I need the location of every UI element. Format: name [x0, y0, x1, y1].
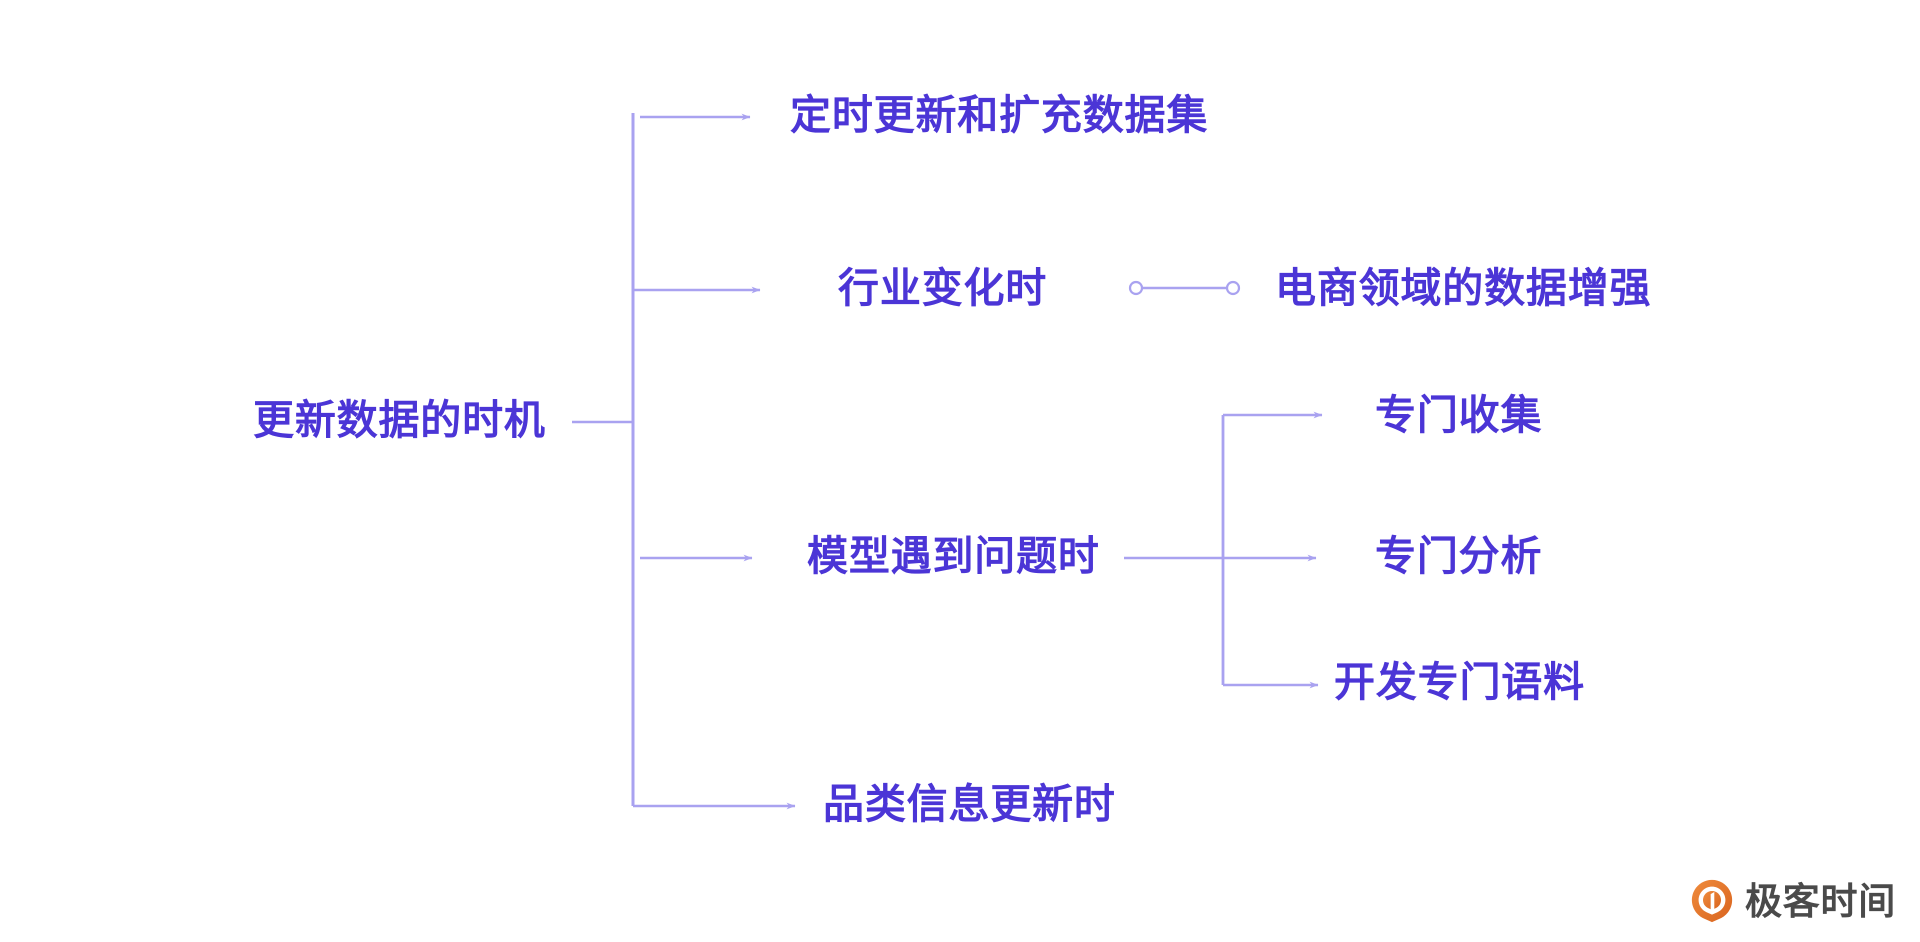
leaf-node-dedicated-corpus[interactable]: 开发专门语料: [1334, 659, 1585, 705]
sub-trunk: [1124, 415, 1225, 685]
cross-link-node-ecommerce-data-augmentation[interactable]: 电商领域的数据增强: [1275, 265, 1652, 311]
branch-node-industry-change[interactable]: 行业变化时: [838, 265, 1048, 311]
cross-link-connector: [1128, 280, 1241, 296]
leaf-node-dedicated-collection[interactable]: 专门收集: [1375, 392, 1543, 438]
branch-node-model-issue[interactable]: 模型遇到问题时: [807, 533, 1100, 579]
geektime-logo-icon: [1689, 878, 1735, 924]
leaf-node-dedicated-analysis[interactable]: 专门分析: [1375, 533, 1543, 579]
root-node[interactable]: 更新数据的时机: [253, 397, 546, 443]
brand-watermark: 极客时间: [1689, 878, 1896, 924]
branch-node-category-info-update[interactable]: 品类信息更新时: [823, 781, 1116, 827]
branch-node-scheduled-update[interactable]: 定时更新和扩充数据集: [790, 92, 1209, 138]
brand-name: 极客时间: [1745, 880, 1896, 922]
